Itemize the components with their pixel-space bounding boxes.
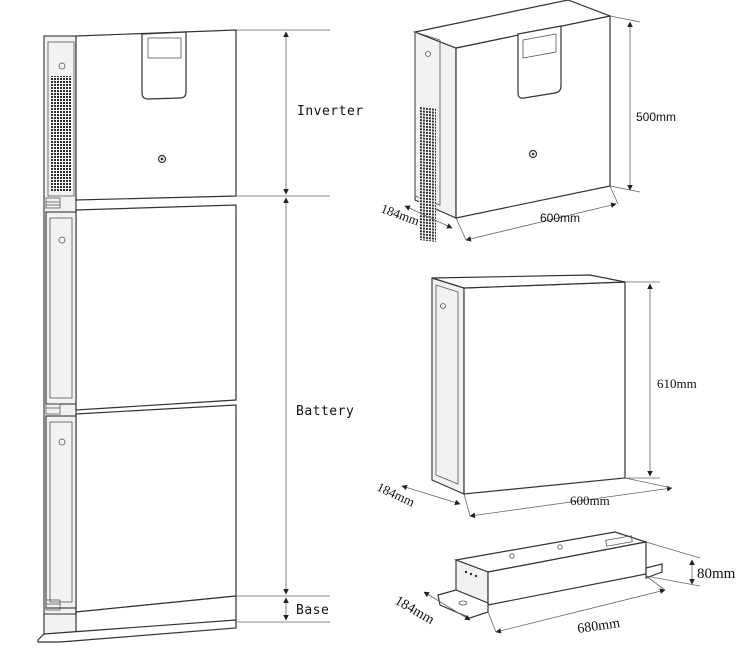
inverter-side-screw-icon bbox=[425, 51, 431, 57]
label-inverter: Inverter bbox=[297, 104, 364, 119]
battery-screw-icon bbox=[440, 303, 446, 309]
base-unit bbox=[437, 531, 663, 619]
stack-inverter-grill bbox=[50, 76, 72, 192]
base-height-label: 80mm bbox=[697, 566, 736, 582]
stack-battery-2-screw-icon bbox=[58, 438, 66, 446]
inverter-unit bbox=[412, 0, 613, 242]
inverter-depth-label: 184mm bbox=[379, 201, 421, 229]
battery-unit bbox=[431, 274, 626, 495]
stack-base-foot bbox=[37, 619, 237, 643]
stack-connector-icon bbox=[45, 197, 61, 209]
inverter-height-label: 500mm bbox=[636, 110, 676, 124]
stack-connector-icon bbox=[45, 403, 61, 415]
stack-battery-1-screw-icon bbox=[58, 236, 66, 244]
base-terminal-icon bbox=[605, 535, 633, 547]
inverter-width-label: 600mm bbox=[540, 211, 580, 225]
stack-inverter-display-icon bbox=[141, 31, 187, 100]
stack-inverter-side-screw-icon bbox=[58, 62, 66, 70]
battery-width-label: 600mm bbox=[570, 493, 610, 508]
base-width-label: 680mm bbox=[576, 616, 621, 637]
battery-depth-label: 184mm bbox=[375, 479, 417, 509]
stack-battery-module-2 bbox=[75, 404, 237, 613]
base-depth-label: 184mm bbox=[392, 593, 437, 627]
inverter-dimension-lines bbox=[404, 15, 641, 242]
base-foot-right bbox=[645, 563, 663, 579]
stack-dimension-lines bbox=[236, 29, 330, 623]
battery-height-label: 610mm bbox=[657, 376, 697, 391]
battery-dimension-lines bbox=[401, 281, 673, 519]
inverter-display-icon bbox=[517, 25, 562, 99]
label-battery: Battery bbox=[296, 404, 354, 419]
base-hole-icon bbox=[557, 544, 563, 550]
base-hole-icon bbox=[509, 553, 515, 559]
stack-connector-icon bbox=[45, 599, 61, 611]
label-base: Base bbox=[296, 603, 329, 618]
stack-battery-module-1 bbox=[75, 204, 237, 411]
inverter-grill bbox=[419, 106, 436, 242]
stacked-system bbox=[37, 29, 237, 643]
base-dimension-lines bbox=[423, 541, 701, 634]
